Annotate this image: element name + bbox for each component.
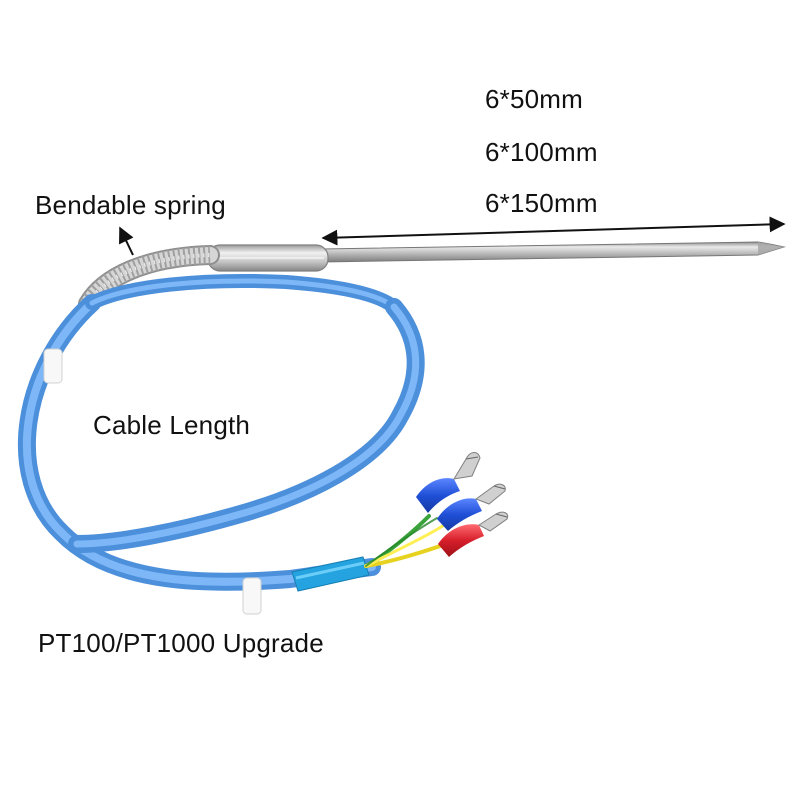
- terminal-blue-top: [416, 452, 481, 513]
- terminal-red: [438, 511, 509, 557]
- cable-sleeve: [291, 556, 370, 592]
- size-label-100mm: 6*100mm: [485, 137, 598, 167]
- probe-shaft: [207, 241, 786, 272]
- terminal-blue-middle: [437, 483, 506, 531]
- size-label-150mm: 6*150mm: [485, 188, 598, 218]
- upgrade-label: PT100/PT1000 Upgrade: [38, 628, 324, 658]
- zip-ties: [43, 348, 262, 615]
- length-arrow: [321, 216, 786, 246]
- cable-length-label: Cable Length: [93, 410, 251, 440]
- bendable-spring-label: Bendable spring: [35, 190, 226, 220]
- size-label-50mm: 6*50mm: [485, 84, 584, 114]
- spring-arrow: [119, 226, 134, 256]
- wires: [364, 514, 451, 568]
